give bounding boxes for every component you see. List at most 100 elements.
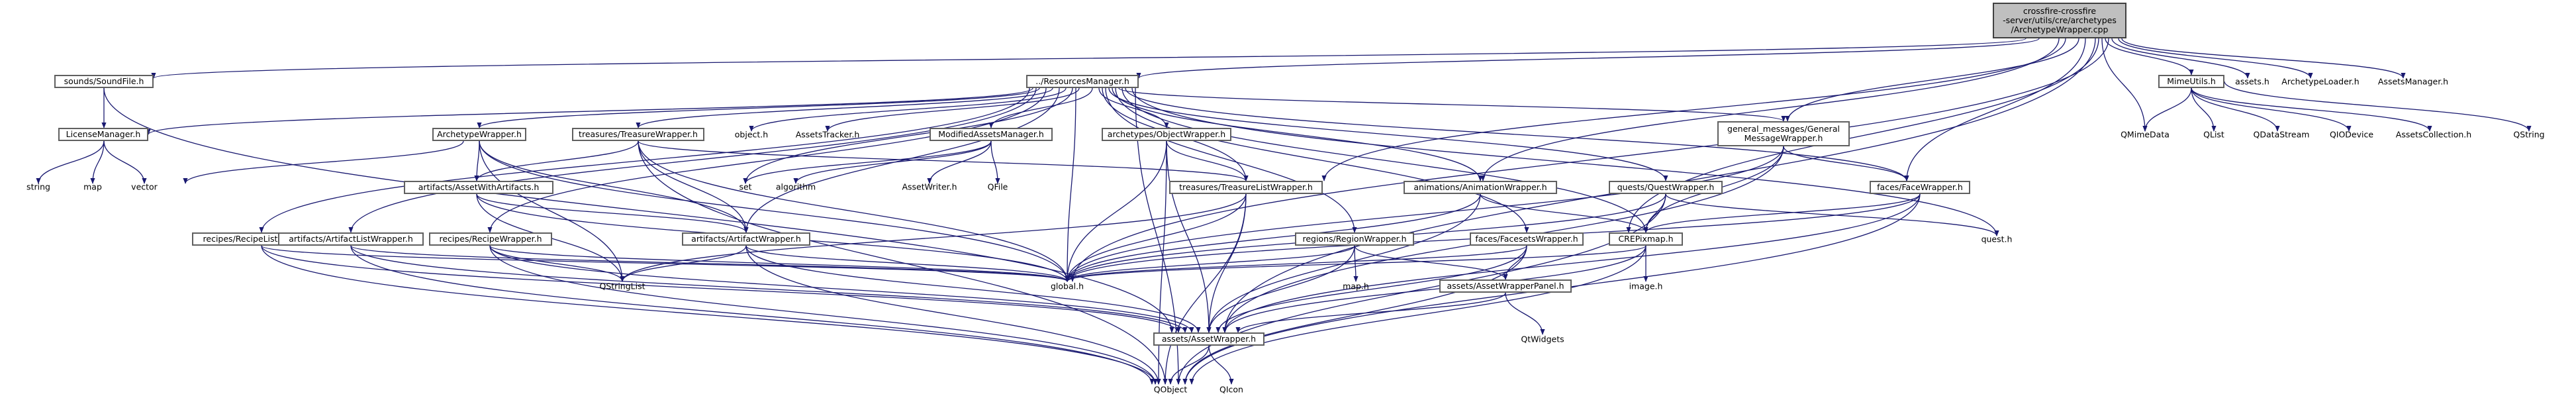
include-edge	[638, 140, 1070, 282]
include-edge	[1222, 245, 1646, 333]
node-general-message-wrapper[interactable]: general_messages/General MessageWrapper.…	[1717, 121, 1850, 146]
node-vector[interactable]: vector	[131, 182, 158, 192]
node-label: ModifiedAssetsManager.h	[938, 129, 1044, 139]
node-artifact-list-wrapper[interactable]: artifacts/ArtifactListWrapper.h	[278, 232, 424, 246]
include-edge	[2191, 87, 2280, 132]
node-label: algorithm	[775, 181, 816, 192]
include-edge	[743, 87, 1073, 184]
include-edge	[1105, 87, 1357, 233]
node-label: QString	[2513, 129, 2545, 140]
node-object-h[interactable]: object.h	[735, 130, 768, 140]
node-asset-wrapper-panel[interactable]: assets/AssetWrapperPanel.h	[1439, 279, 1572, 293]
node-label: QDataStream	[2253, 129, 2310, 140]
node-asset-with-artifacts[interactable]: artifacts/AssetWithArtifacts.h	[404, 181, 553, 194]
node-faceset-wrapper[interactable]: faces/FacesetsWrapper.h	[1470, 232, 1584, 246]
node-recipe-wrapper[interactable]: recipes/RecipeWrapper.h	[429, 232, 552, 246]
include-edge	[1156, 140, 1167, 385]
node-qtwidgets[interactable]: QtWidgets	[1521, 334, 1564, 344]
include-edge	[1098, 87, 1169, 128]
include-edge	[1065, 193, 1247, 282]
include-edge	[1222, 193, 1921, 333]
include-edge	[2121, 38, 2406, 79]
node-label: ArchetypeLoader.h	[2281, 76, 2360, 87]
node-qmimedata[interactable]: QMimeData	[2121, 130, 2170, 140]
node-modified-assets-manager[interactable]: ModifiedAssetsManager.h	[930, 128, 1053, 141]
node-assets-tracker[interactable]: AssetsTracker.h	[796, 130, 860, 140]
node-treasure-wrapper[interactable]: treasures/TreasureWrapper.h	[572, 128, 704, 141]
node-quest-h[interactable]: quest.h	[1981, 234, 2013, 244]
include-edge	[1115, 87, 1529, 233]
node-label: AssetWriter.h	[902, 181, 957, 192]
include-edge	[1065, 245, 1646, 282]
node-asset-wrapper[interactable]: assets/AssetWrapper.h	[1153, 332, 1264, 346]
node-license-manager[interactable]: LicenseManager.h	[58, 128, 148, 141]
root-line-2: -server/utils/cre/archetypes	[2003, 15, 2117, 25]
node-mime-utils[interactable]: MimeUtils.h	[2158, 75, 2224, 88]
node-label: artifacts/AssetWithArtifacts.h	[418, 182, 540, 192]
node-string[interactable]: string	[26, 182, 50, 192]
node-qstring[interactable]: QString	[2513, 130, 2544, 140]
include-edge	[638, 140, 1168, 385]
node-label: object.h	[734, 129, 769, 140]
include-edge	[348, 87, 1037, 233]
node-label: assets/AssetWrapperPanel.h	[1447, 281, 1564, 291]
node-qdatastream[interactable]: QDataStream	[2254, 130, 2310, 140]
include-edge	[152, 38, 2027, 79]
node-label: CREPixmap.h	[1618, 234, 1674, 244]
include-edge	[1166, 140, 1212, 333]
node-image-h[interactable]: image.h	[1629, 281, 1663, 291]
node-face-wrapper[interactable]: faces/FaceWrapper.h	[1870, 181, 1970, 194]
node-label: set	[739, 181, 752, 192]
node-cre-pixmap[interactable]: CREPixmap.h	[1609, 232, 1683, 246]
node-treasure-list-wrapper[interactable]: treasures/TreasureListWrapper.h	[1169, 181, 1323, 194]
include-edge	[927, 140, 992, 184]
node-artifact-wrapper[interactable]: artifacts/ArtifactWrapper.h	[682, 232, 810, 246]
include-edge	[1321, 38, 2066, 181]
include-edge	[1136, 38, 2040, 79]
node-qicon[interactable]: QIcon	[1219, 385, 1243, 395]
node-resources-manager[interactable]: ../ResourcesManager.h	[1026, 75, 1139, 88]
node-assets-collection[interactable]: AssetsCollection.h	[2396, 130, 2471, 140]
node-global-h[interactable]: global.h	[1051, 281, 1084, 291]
node-label: QIcon	[1219, 384, 1243, 395]
node-qiodevice[interactable]: QIODevice	[2330, 130, 2373, 140]
node-region-wrapper[interactable]: regions/RegionWrapper.h	[1295, 232, 1414, 246]
node-label: string	[26, 181, 50, 192]
node-label: LicenseManager.h	[66, 129, 141, 139]
node-archetype-loader[interactable]: ArchetypeLoader.h	[2281, 77, 2359, 87]
node-archetype-wrapper-h[interactable]: ArchetypeWrapper.h	[432, 128, 526, 141]
include-edge	[1065, 146, 1784, 282]
node-label: artifacts/ArtifactListWrapper.h	[289, 234, 413, 244]
node-qlist[interactable]: QList	[2203, 130, 2224, 140]
node-qstringlist[interactable]: QStringList	[600, 281, 645, 291]
include-edge	[1505, 292, 1545, 335]
include-edge	[1176, 193, 1666, 385]
node-assets-manager[interactable]: AssetsManager.h	[2378, 77, 2448, 87]
node-qobject[interactable]: QObject	[1154, 385, 1188, 395]
include-edge	[793, 140, 992, 184]
include-edge	[2191, 87, 2432, 132]
include-edge	[1168, 345, 1210, 385]
include-edge	[2224, 81, 2532, 132]
include-edge	[350, 245, 1070, 282]
include-edge	[489, 245, 1194, 333]
node-map-h[interactable]: map.h	[1343, 281, 1369, 291]
node-quest-wrapper[interactable]: quests/QuestWrapper.h	[1609, 181, 1723, 194]
include-edge	[2142, 87, 2192, 132]
node-label: QFile	[987, 181, 1008, 192]
include-edge	[1189, 245, 1646, 385]
node-label: QObject	[1153, 384, 1188, 395]
node-map[interactable]: map	[83, 182, 102, 192]
node-assets-h[interactable]: assets.h	[2235, 77, 2269, 87]
node-label: archetypes/ObjectWrapper.h	[1107, 129, 1226, 139]
include-edge	[1163, 193, 1247, 385]
include-edges	[36, 38, 2532, 385]
node-animation-wrapper[interactable]: animations/AnimationWrapper.h	[1404, 181, 1557, 194]
node-sound-file[interactable]: sounds/SoundFile.h	[54, 75, 154, 88]
node-algorithm[interactable]: algorithm	[776, 182, 816, 192]
node-set[interactable]: set	[739, 182, 751, 192]
node-asset-writer[interactable]: AssetWriter.h	[902, 182, 957, 192]
node-qfile[interactable]: QFile	[988, 182, 1008, 192]
node-object-wrapper[interactable]: archetypes/ObjectWrapper.h	[1102, 128, 1231, 141]
include-edge	[261, 245, 1158, 385]
